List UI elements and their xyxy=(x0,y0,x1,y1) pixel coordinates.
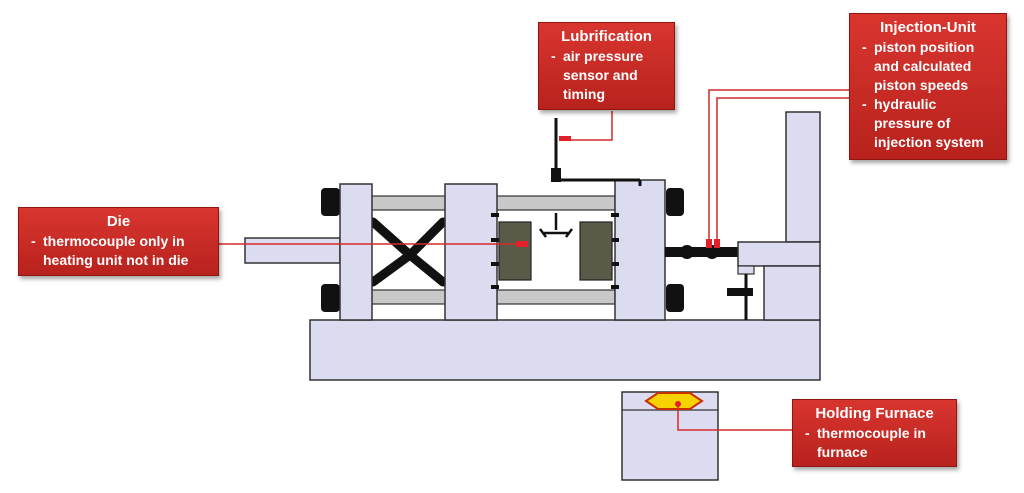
injection-clamp xyxy=(727,288,753,296)
shot-sleeve xyxy=(665,247,740,257)
callout-item: piston position and calculated piston sp… xyxy=(860,38,996,95)
callout-title: Lubrification xyxy=(561,28,652,45)
sleeve-joint xyxy=(680,245,694,259)
tie-bar-nut xyxy=(666,284,684,312)
lubrication-valve xyxy=(551,168,561,182)
callout-item: thermocouple in furnace xyxy=(803,424,946,462)
die-callout: Die thermocouple only in heating unit no… xyxy=(18,207,219,276)
sleeve-joint xyxy=(705,245,719,259)
injection-piston-cap xyxy=(737,265,755,275)
injection-unit-callout: Injection-Unit piston position and calcu… xyxy=(849,13,1007,160)
machine-base xyxy=(309,319,821,381)
callout-item: air pressure sensor and timing xyxy=(549,47,664,104)
injection-support xyxy=(763,265,821,321)
ejector-rod xyxy=(244,237,341,264)
sensor-leader-lines xyxy=(219,89,849,431)
callout-title: Holding Furnace xyxy=(815,405,934,422)
die-half-moving xyxy=(498,221,532,281)
lubrication-line xyxy=(554,118,642,186)
callout-title: Injection-Unit xyxy=(880,19,976,36)
injection-tower xyxy=(785,111,821,243)
injection-cylinder xyxy=(737,241,821,267)
lubrication-spray-nozzle xyxy=(539,213,573,238)
callout-title: Die xyxy=(106,213,131,230)
tie-bar-nut xyxy=(666,188,684,216)
moving-platen xyxy=(444,183,498,321)
tie-bar-nut xyxy=(321,284,340,312)
molten-metal xyxy=(644,392,704,410)
callout-item: hydraulic pressure of injection system xyxy=(860,95,996,152)
toggle-mechanism xyxy=(368,217,448,287)
lubrification-callout: Lubrification air pressure sensor and ti… xyxy=(538,22,675,110)
holding-furnace-callout: Holding Furnace thermocouple in furnace xyxy=(792,399,957,467)
sensor-markers xyxy=(516,136,720,407)
callout-item: thermocouple only in heating unit not in… xyxy=(29,232,208,270)
rear-platen xyxy=(339,183,373,321)
platen-marks xyxy=(491,213,619,289)
die-half-fixed xyxy=(579,221,613,281)
tie-bar-nut xyxy=(321,188,340,216)
fixed-platen xyxy=(614,179,666,321)
